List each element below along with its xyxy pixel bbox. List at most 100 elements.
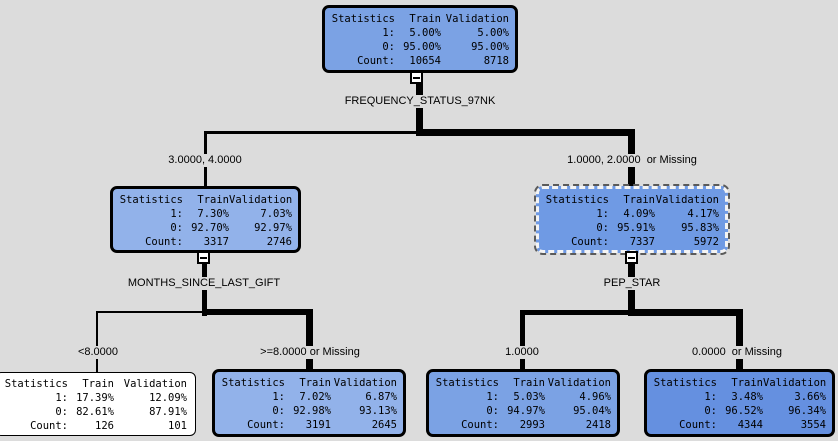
stat-train-value: 95.00%: [403, 41, 441, 53]
node-stat-row: Count: 3317 2746: [119, 235, 292, 249]
stat-validation-value: 93.13%: [359, 405, 397, 417]
stat-validation-value: 95.83%: [681, 222, 719, 234]
stat-validation-value: 92.97%: [254, 222, 292, 234]
node-stat-row: 0: 92.98% 93.13%: [221, 404, 397, 418]
stat-label: 0:: [382, 41, 395, 53]
node-stat-row: Count: 3191 2645: [221, 418, 397, 432]
stat-validation-value: 4.17%: [687, 208, 719, 220]
stat-train-value: 3191: [305, 419, 331, 431]
minus-icon: [200, 256, 207, 259]
stat-validation-value: 7.03%: [260, 208, 292, 220]
branch2-right-horizontal: [202, 309, 313, 315]
stat-train-value: 4344: [737, 419, 763, 431]
stat-label: Count:: [357, 55, 395, 67]
tree-node-leaf-pep1[interactable]: Statistics Train Validation 1: 5.03% 4.9…: [426, 369, 620, 437]
statistics-col-label: Statistics: [4, 378, 68, 390]
stat-label: 1:: [704, 391, 717, 403]
statistics-col-label: Statistics: [221, 377, 285, 389]
tree-node-leaf-pep0[interactable]: Statistics Train Validation 1: 3.48% 3.6…: [644, 369, 835, 437]
stat-label: Count:: [30, 420, 68, 432]
stat-validation-value: 8718: [483, 55, 509, 67]
minus-icon: [413, 76, 420, 79]
collapse-toggle-left-node[interactable]: [197, 251, 210, 264]
node-stat-row: 1: 7.30% 7.03%: [119, 207, 292, 221]
stat-label: 1:: [55, 392, 68, 404]
stat-label: 1:: [382, 27, 395, 39]
statistics-col-label: Statistics: [331, 13, 395, 25]
node-stat-row: 0: 94.97% 95.04%: [435, 404, 611, 418]
tree-node-root[interactable]: Statistics Train Validation 1: 5.00% 5.0…: [322, 5, 518, 73]
stat-train-value: 5.00%: [409, 27, 441, 39]
stat-label: 1:: [596, 208, 609, 220]
node-stats-header: Statistics Train Validation: [119, 193, 292, 207]
train-col-label: Train: [731, 377, 763, 389]
branch3-right-horizontal: [628, 309, 743, 316]
split-variable-label-months-since-last-gift: MONTHS_SINCE_LAST_GIFT: [124, 277, 284, 290]
stat-train-value: 3317: [203, 236, 229, 248]
tree-node-freq-1-2-missing[interactable]: Statistics Train Validation 1: 4.09% 4.1…: [534, 184, 730, 255]
connector-root-stub-top: [416, 71, 423, 99]
train-col-label: Train: [82, 378, 114, 390]
node-stat-row: 0: 92.70% 92.97%: [119, 221, 292, 235]
stat-label: Count:: [247, 419, 285, 431]
split-variable-label-pep-star: PEP_STAR: [600, 277, 664, 290]
statistics-col-label: Statistics: [435, 377, 499, 389]
connector-root-stub-bottom: [416, 107, 423, 134]
stat-label: 0:: [596, 222, 609, 234]
node-stat-row: 0: 95.91% 95.83%: [545, 221, 719, 235]
statistics-col-label: Statistics: [653, 377, 717, 389]
stat-train-value: 7.02%: [299, 391, 331, 403]
stat-validation-value: 95.04%: [573, 405, 611, 417]
branch-label-pep1: 1.0000: [502, 346, 542, 359]
node-stat-row: 0: 95.00% 95.00%: [331, 40, 509, 54]
train-col-label: Train: [299, 377, 331, 389]
stat-label: 0:: [55, 406, 68, 418]
branch-label-lt8: <8.0000: [74, 346, 122, 359]
split-variable-label-frequency-status: FREQUENCY_STATUS_97NK: [341, 95, 499, 108]
stat-train-value: 17.39%: [76, 392, 114, 404]
train-col-label: Train: [623, 194, 655, 206]
node-stats-header: Statistics Train Validation: [435, 376, 611, 390]
stat-validation-value: 101: [168, 420, 187, 432]
node-stat-row: 0: 96.52% 96.34%: [653, 404, 826, 418]
node-stat-row: 1: 7.02% 6.87%: [221, 390, 397, 404]
branch3-left-vertical: [520, 310, 525, 371]
stat-train-value: 7337: [629, 236, 655, 248]
collapse-toggle-right-node[interactable]: [625, 251, 638, 264]
node-stat-row: Count: 7337 5972: [545, 235, 719, 249]
node-stat-row: Count: 10654 8718: [331, 54, 509, 68]
stat-validation-value: 96.34%: [788, 405, 826, 417]
stat-train-value: 95.91%: [617, 222, 655, 234]
stat-train-value: 82.61%: [76, 406, 114, 418]
validation-col-label: Validation: [229, 194, 293, 206]
tree-node-freq-3-4[interactable]: Statistics Train Validation 1: 7.30% 7.0…: [110, 186, 301, 253]
stat-train-value: 7.30%: [197, 208, 229, 220]
stat-validation-value: 2746: [266, 236, 292, 248]
stat-validation-value: 2645: [371, 419, 397, 431]
stat-train-value: 10654: [409, 55, 441, 67]
branch-label-3-4: 3.0000, 4.0000: [165, 154, 245, 167]
stat-train-value: 94.97%: [507, 405, 545, 417]
node-stat-row: 1: 3.48% 3.66%: [653, 390, 826, 404]
stat-train-value: 5.03%: [513, 391, 545, 403]
node-stat-row: 1: 5.03% 4.96%: [435, 390, 611, 404]
stat-label: 0:: [170, 222, 183, 234]
validation-col-label: Validation: [123, 378, 187, 390]
stat-validation-value: 2418: [585, 419, 611, 431]
branch3-left-horizontal: [520, 310, 632, 315]
stat-validation-value: 6.87%: [365, 391, 397, 403]
stat-label: 1:: [272, 391, 285, 403]
stat-label: 0:: [486, 405, 499, 417]
tree-node-leaf-ge8[interactable]: Statistics Train Validation 1: 7.02% 6.8…: [212, 369, 406, 437]
validation-col-label: Validation: [547, 377, 611, 389]
train-col-label: Train: [197, 194, 229, 206]
node-stats-header: Statistics Train Validation: [221, 376, 397, 390]
collapse-toggle-root[interactable]: [410, 71, 423, 84]
tree-node-leaf-lt8[interactable]: Statistics Train Validation 1: 17.39% 12…: [0, 372, 196, 436]
branch2-right-vertical: [306, 309, 313, 371]
validation-col-label: Validation: [655, 194, 719, 206]
stat-label: 1:: [486, 391, 499, 403]
validation-col-label: Validation: [333, 377, 397, 389]
stat-validation-value: 12.09%: [149, 392, 187, 404]
